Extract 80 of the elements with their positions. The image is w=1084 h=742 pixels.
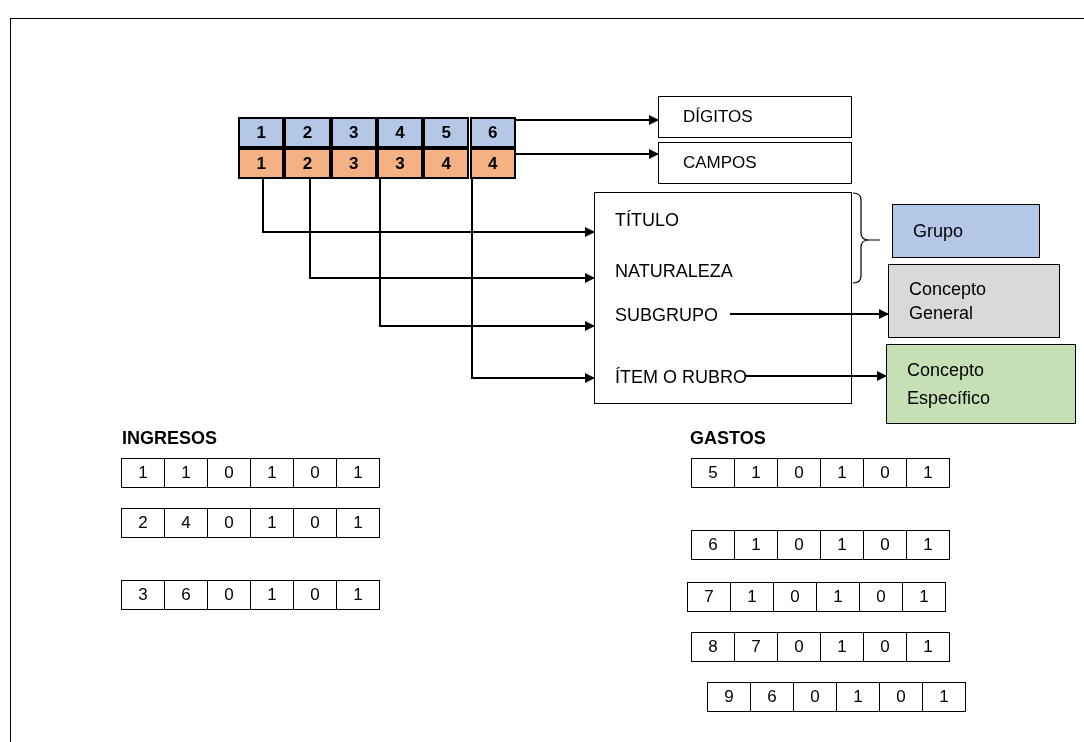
digit-cell: 4	[469, 148, 516, 179]
table-cell: 3	[121, 580, 165, 610]
digit-cell: 1	[238, 117, 285, 148]
arrow	[514, 115, 659, 125]
digit-cell: 6	[469, 117, 516, 148]
arrow	[379, 178, 595, 331]
table-cell: 8	[691, 632, 735, 662]
digit-cell: 2	[284, 148, 331, 179]
level-label: ÍTEM O RUBRO	[595, 362, 747, 392]
table-cell: 1	[734, 458, 778, 488]
table-cell: 0	[293, 458, 337, 488]
table-cell: 0	[777, 632, 821, 662]
table-cell: 0	[863, 530, 907, 560]
label-box: CAMPOS	[658, 142, 852, 184]
digit-cell: 5	[423, 117, 470, 148]
table-cell: 1	[336, 580, 380, 610]
label-box: Grupo	[892, 204, 1040, 258]
table-cell: 0	[863, 458, 907, 488]
table-cell: 1	[730, 582, 774, 612]
levels-box	[594, 192, 852, 404]
table-cell: 1	[820, 458, 864, 488]
arrow	[745, 371, 887, 381]
table-cell: 2	[121, 508, 165, 538]
digit-cell: 2	[284, 117, 331, 148]
label-box: Concepto Específico	[886, 344, 1076, 424]
table-cell: 0	[879, 682, 923, 712]
arrow	[309, 178, 595, 283]
table-cell: 9	[707, 682, 751, 712]
digit-cell: 1	[238, 148, 285, 179]
table-cell: 6	[164, 580, 208, 610]
arrow	[514, 149, 659, 159]
table-cell: 7	[687, 582, 731, 612]
level-label: NATURALEZA	[595, 256, 775, 286]
table-cell: 1	[836, 682, 880, 712]
table-cell: 5	[691, 458, 735, 488]
table-cell: 1	[816, 582, 860, 612]
table-cell: 1	[906, 632, 950, 662]
table-cell: 0	[793, 682, 837, 712]
table-cell: 0	[293, 508, 337, 538]
table-cell: 1	[121, 458, 165, 488]
arrow	[471, 178, 595, 383]
table-cell: 1	[250, 458, 294, 488]
digit-cell: 3	[376, 148, 424, 179]
digit-cell: 3	[330, 148, 377, 179]
table-cell: 0	[207, 580, 251, 610]
level-label: SUBGRUPO	[595, 300, 731, 330]
table-cell: 1	[922, 682, 966, 712]
table-cell: 1	[336, 508, 380, 538]
table-cell: 0	[777, 458, 821, 488]
table-cell: 1	[820, 530, 864, 560]
table-cell: 0	[207, 508, 251, 538]
digit-cell: 3	[330, 117, 377, 148]
arrow	[729, 309, 889, 319]
table-heading: INGRESOS	[122, 428, 218, 448]
table-cell: 0	[859, 582, 903, 612]
digit-cell: 4	[376, 117, 424, 148]
digit-cell: 4	[423, 148, 470, 179]
table-cell: 0	[773, 582, 817, 612]
table-cell: 6	[691, 530, 735, 560]
label-box: DÍGITOS	[658, 96, 852, 138]
table-cell: 1	[902, 582, 946, 612]
table-cell: 4	[164, 508, 208, 538]
label-box: Concepto General	[888, 264, 1060, 338]
table-cell: 1	[906, 530, 950, 560]
table-cell: 1	[336, 458, 380, 488]
table-heading: GASTOS	[690, 428, 766, 448]
level-label: TÍTULO	[595, 205, 735, 235]
table-cell: 1	[820, 632, 864, 662]
table-cell: 0	[863, 632, 907, 662]
table-cell: 1	[250, 580, 294, 610]
table-cell: 7	[734, 632, 778, 662]
table-cell: 0	[777, 530, 821, 560]
arrow	[262, 178, 595, 237]
table-cell: 1	[164, 458, 208, 488]
table-cell: 0	[293, 580, 337, 610]
table-cell: 0	[207, 458, 251, 488]
table-cell: 1	[734, 530, 778, 560]
table-cell: 1	[250, 508, 294, 538]
table-cell: 1	[906, 458, 950, 488]
table-cell: 6	[750, 682, 794, 712]
